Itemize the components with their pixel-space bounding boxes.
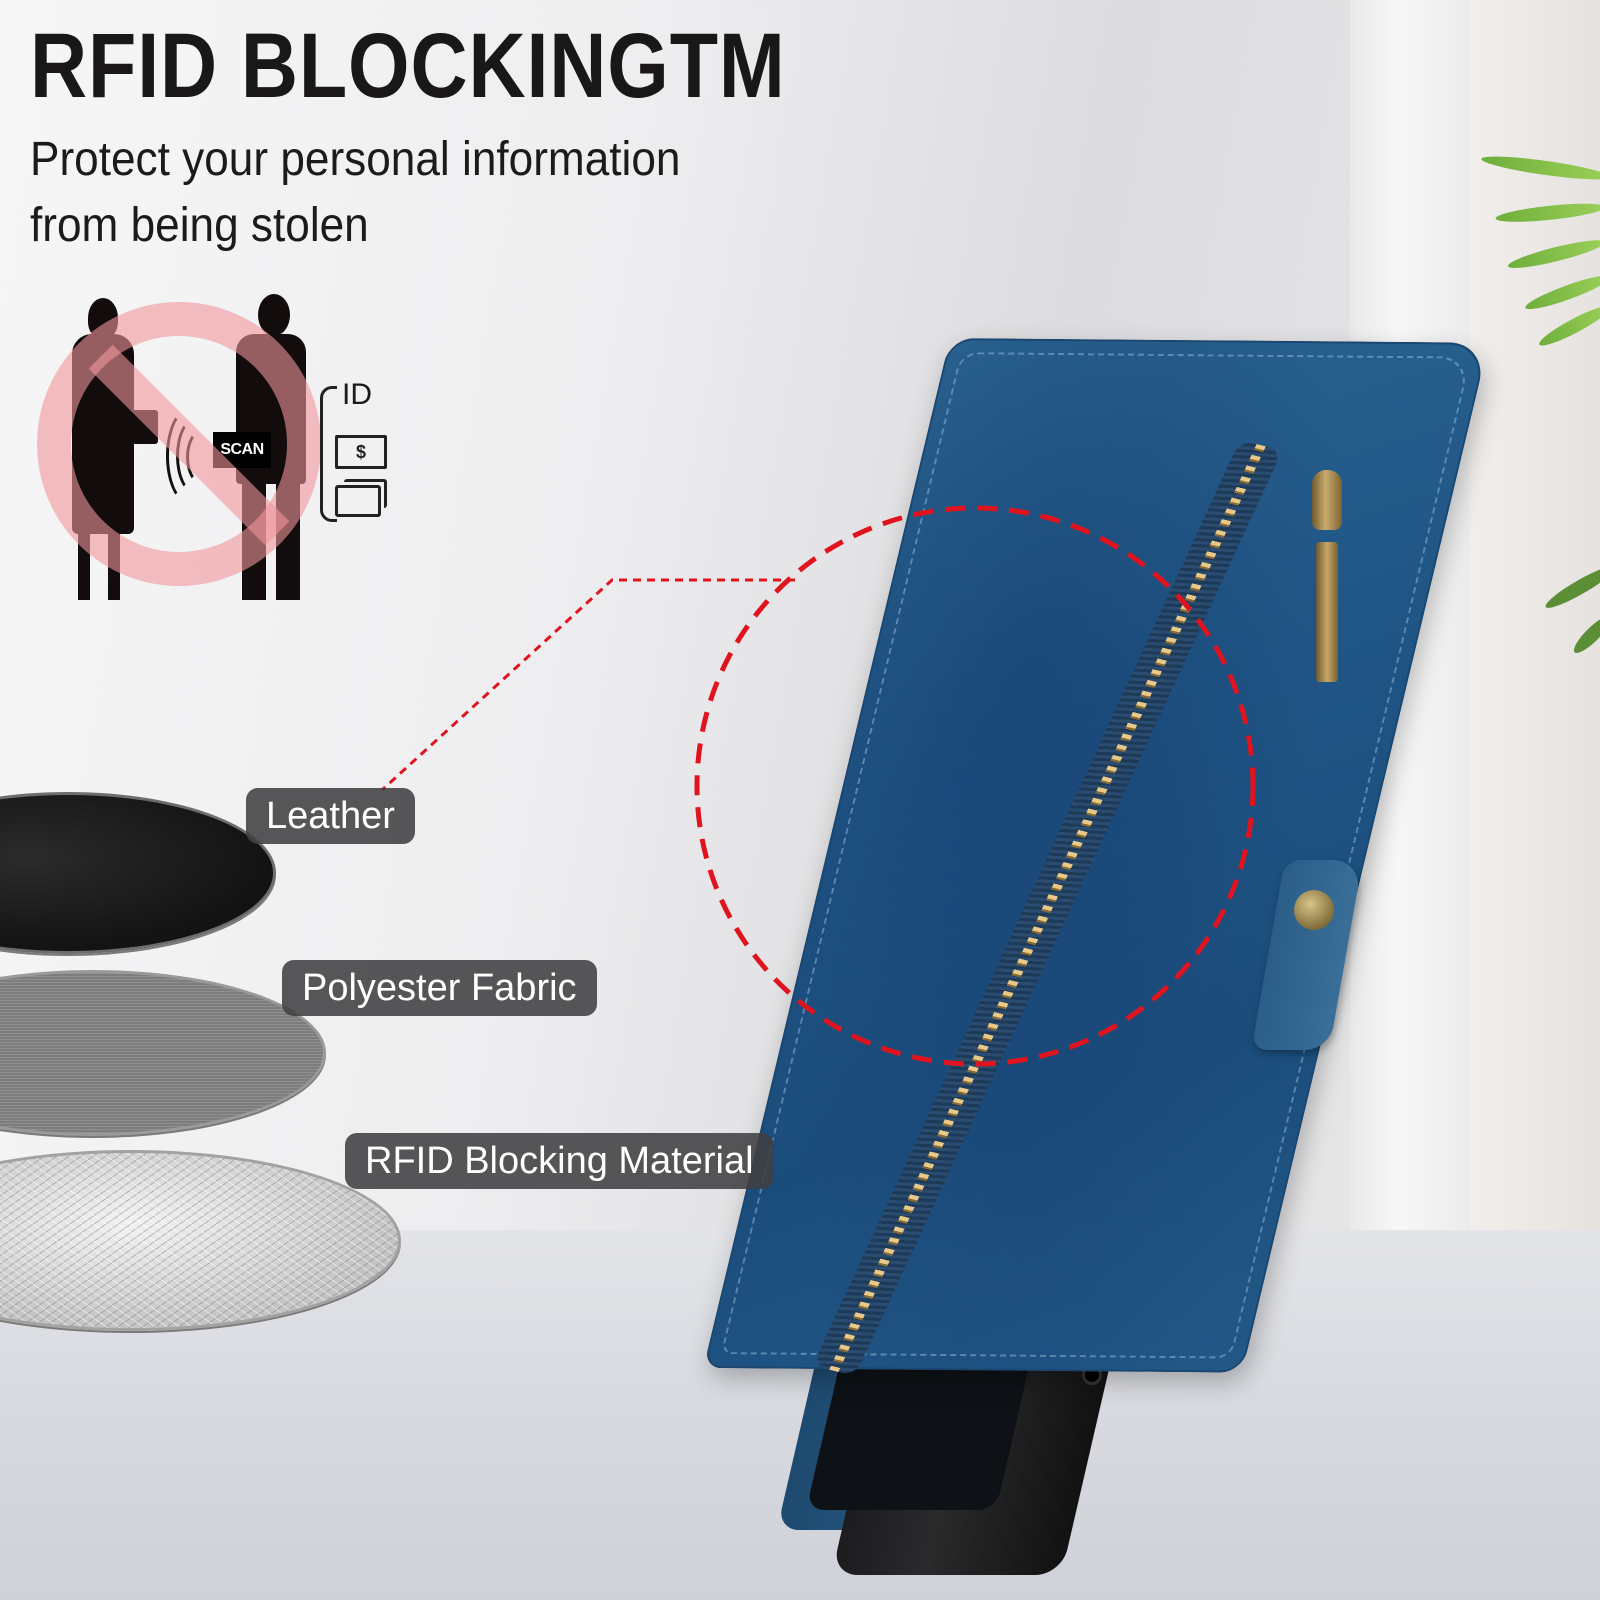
id-label: ID (342, 378, 372, 411)
page-title: RFID BLOCKINGTM (30, 15, 786, 117)
subtitle-line-1: Protect your personal information (30, 133, 681, 186)
layer-label-rfid: RFID Blocking Material (345, 1133, 774, 1189)
zipper-pull-icon (1312, 470, 1342, 690)
credit-card-icon (335, 479, 387, 517)
layer-label-leather: Leather (246, 788, 415, 844)
subtitle-line-2: from being stolen (30, 199, 369, 252)
rfid-theft-illustration: SCAN ID $ (30, 290, 400, 630)
polyester-layer-sample (0, 970, 326, 1136)
cash-icon: $ (335, 435, 387, 469)
rfid-layer-sample (0, 1150, 401, 1331)
layer-label-polyester: Polyester Fabric (282, 960, 597, 1016)
snap-button-icon (1294, 890, 1334, 930)
brace-icon (320, 386, 337, 522)
